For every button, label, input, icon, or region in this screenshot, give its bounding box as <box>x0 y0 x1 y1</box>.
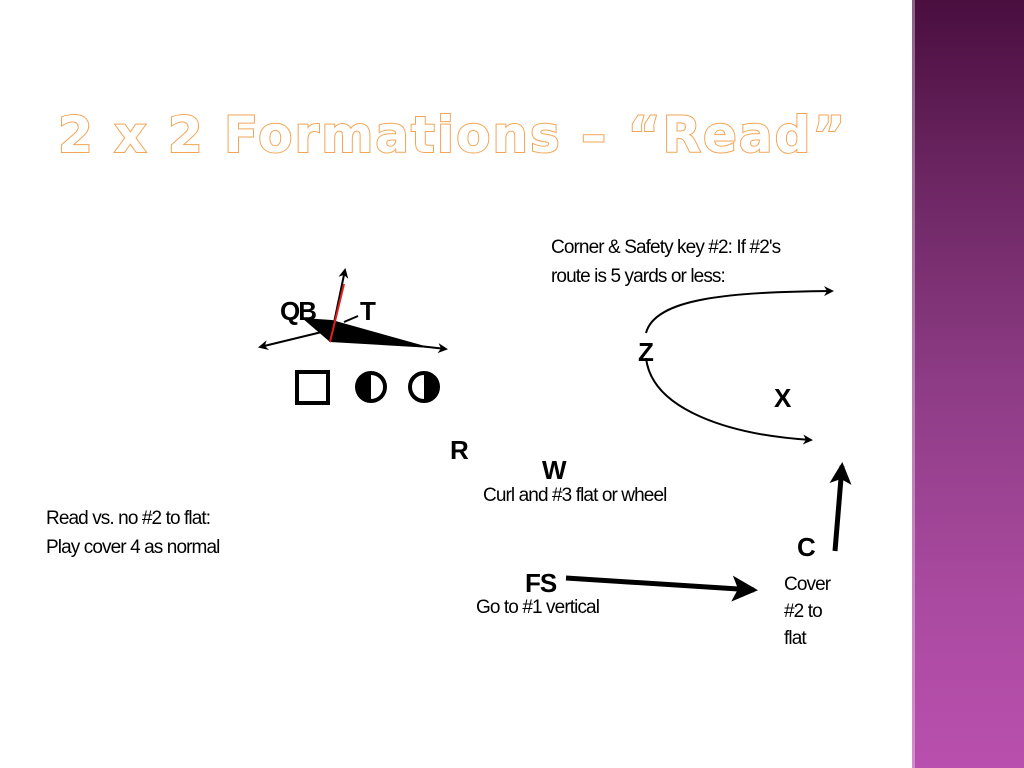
corner-cover-note: Cover #2 to flat <box>784 571 831 652</box>
half-filled-circle-right <box>408 371 440 403</box>
half-filled-circle-left <box>355 371 387 403</box>
note-line: Play cover 4 as normal <box>46 537 220 558</box>
corner-safety-key-note: Corner & Safety key #2: If #2's route is… <box>551 233 781 291</box>
slide-title-text: 2 x 2 Formations – “Read” <box>58 106 847 164</box>
c-label: C <box>797 532 816 562</box>
read-vs-no-flat-note: Read vs. no #2 to flat: Play cover 4 as … <box>46 504 220 562</box>
fs-label: FS <box>525 568 557 598</box>
z-lower-route-arrow <box>645 357 813 445</box>
fs-assignment-note: Go to #1 vertical <box>476 597 600 618</box>
t-label: T <box>360 296 376 326</box>
note-line: #2 to <box>784 601 823 622</box>
slide-title: 2 x 2 Formations – “Read” <box>58 105 847 165</box>
qb-drop-right-arrow <box>329 335 448 354</box>
note-line: route is 5 yards or less: <box>551 266 726 287</box>
curl-flat-wheel-note: Curl and #3 flat or wheel <box>483 485 667 506</box>
corner-movement-arrow <box>829 462 852 552</box>
note-line: Cover <box>784 574 831 595</box>
qb-label: QB <box>280 296 316 326</box>
x-label: X <box>774 383 792 413</box>
note-line: Read vs. no #2 to flat: <box>46 508 211 529</box>
note-line: flat <box>784 628 807 649</box>
z-label: Z <box>638 337 654 367</box>
key-read-red-line <box>329 283 345 343</box>
decorative-side-band <box>912 0 1024 768</box>
qb-drop-left-arrow <box>258 329 331 350</box>
t-connector-line <box>343 315 359 323</box>
offensive-lineman-square <box>295 370 330 405</box>
note-line: Corner & Safety key #2: If #2's <box>551 237 781 258</box>
w-label: W <box>542 455 567 485</box>
fs-movement-arrow <box>565 575 758 602</box>
r-label: R <box>450 435 469 465</box>
z-upper-route-arrow <box>645 286 834 334</box>
